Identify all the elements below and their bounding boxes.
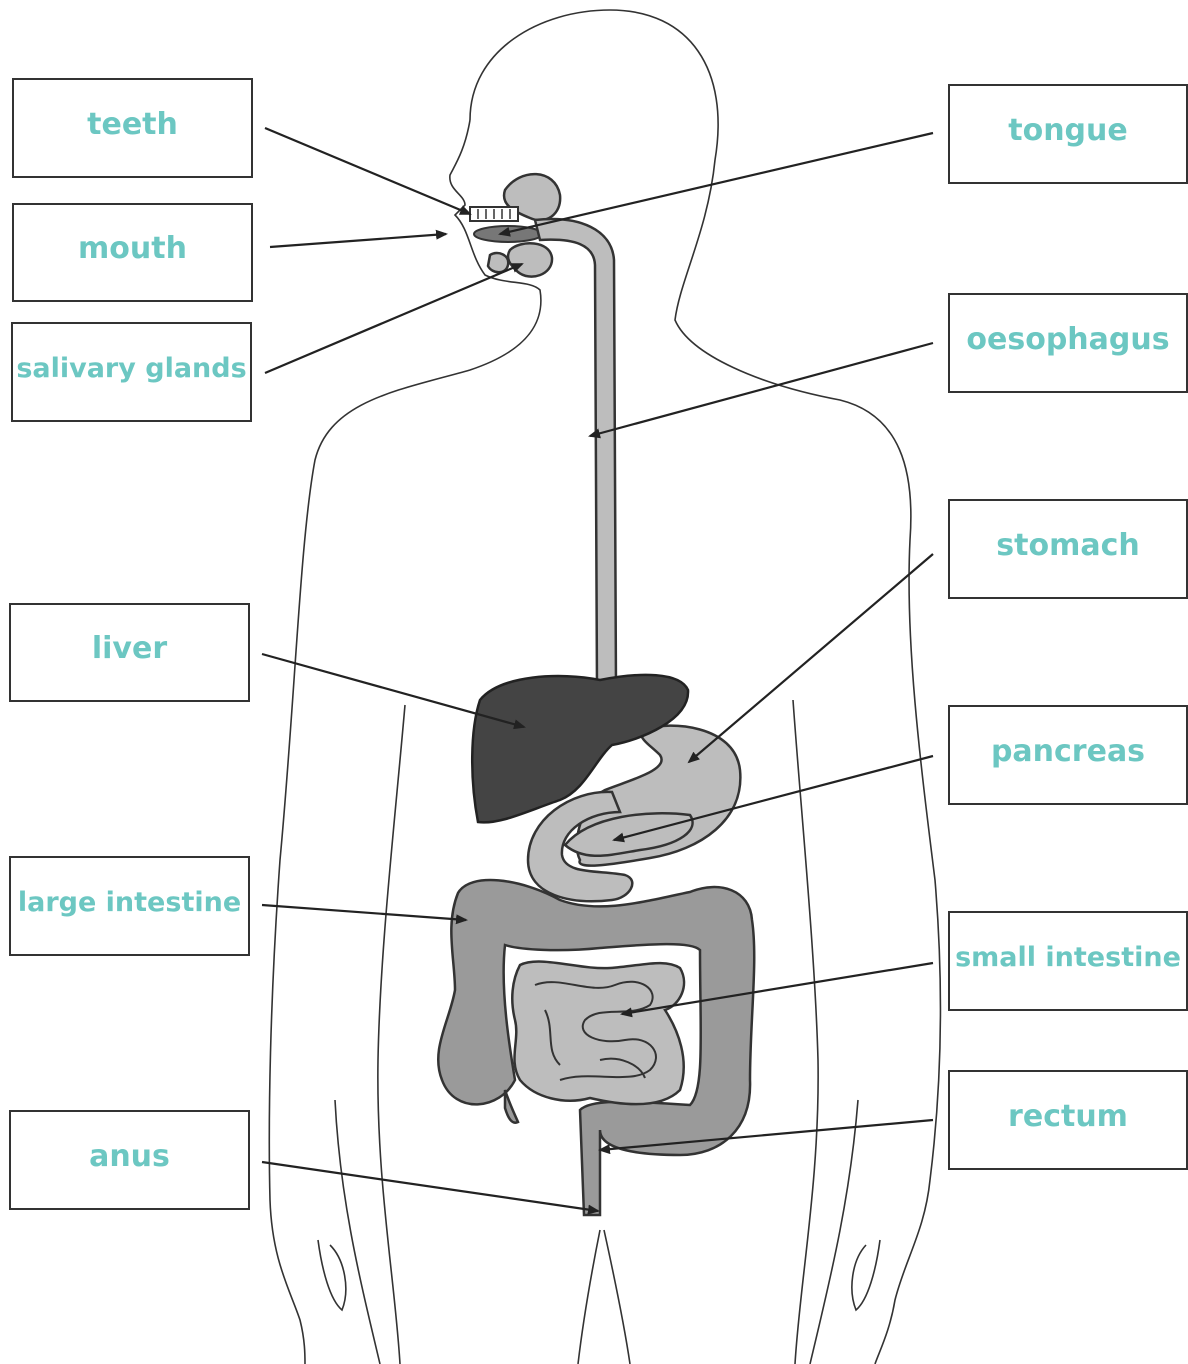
label-liver: liver <box>92 631 167 666</box>
label-box-anus: anus <box>9 1110 250 1210</box>
label-small-intestine: small intestine <box>955 942 1181 973</box>
label-salivary-glands: salivary glands <box>16 353 246 384</box>
pointer-anus <box>262 1162 598 1211</box>
label-box-large-intestine: large intestine <box>9 856 250 956</box>
left-arm-inner <box>378 705 405 1364</box>
right-hand <box>852 1240 880 1310</box>
pointer-liver <box>262 654 524 727</box>
pointer-large-intestine <box>262 905 466 920</box>
label-large-intestine: large intestine <box>18 887 241 918</box>
label-box-small-intestine: small intestine <box>948 911 1188 1011</box>
right-arm-inner <box>793 700 818 1364</box>
tongue-shape <box>474 226 542 242</box>
salivary-gland-small <box>488 253 508 272</box>
label-box-liver: liver <box>9 603 250 702</box>
label-stomach: stomach <box>996 528 1139 563</box>
label-oesophagus: oesophagus <box>966 322 1169 357</box>
label-rectum: rectum <box>1008 1099 1128 1134</box>
label-box-salivary-glands: salivary glands <box>11 322 252 422</box>
label-box-oesophagus: oesophagus <box>948 293 1188 393</box>
pointer-stomach <box>689 554 933 762</box>
label-teeth: teeth <box>87 107 178 142</box>
right-torso-edge <box>810 1100 858 1364</box>
label-box-rectum: rectum <box>948 1070 1188 1170</box>
label-tongue: tongue <box>1008 113 1128 148</box>
label-pancreas: pancreas <box>991 734 1145 769</box>
salivary-gland-lower <box>508 243 552 276</box>
pointer-teeth <box>265 128 470 214</box>
label-box-tongue: tongue <box>948 84 1188 184</box>
right-leg-line <box>604 1230 630 1364</box>
label-mouth: mouth <box>78 231 187 266</box>
label-box-stomach: stomach <box>948 499 1188 599</box>
pointer-salivary-glands <box>265 264 522 373</box>
label-anus: anus <box>89 1139 170 1174</box>
left-leg-line <box>578 1230 600 1364</box>
oesophagus-tube <box>535 219 616 690</box>
label-box-pancreas: pancreas <box>948 705 1188 805</box>
label-box-mouth: mouth <box>12 203 253 302</box>
left-hand <box>318 1240 346 1310</box>
pointer-mouth <box>270 234 446 247</box>
appendix <box>505 1090 518 1123</box>
left-torso-edge <box>335 1100 380 1364</box>
label-box-teeth: teeth <box>12 78 253 178</box>
